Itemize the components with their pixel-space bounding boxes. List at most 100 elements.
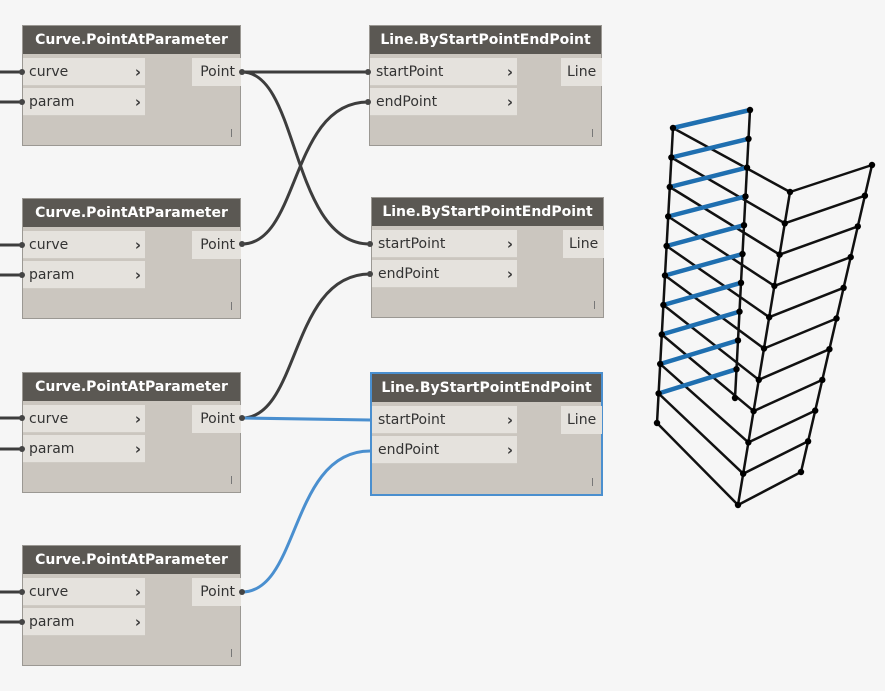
rung-c-d <box>789 163 873 194</box>
node-title[interactable]: Line.ByStartPointEndPoint <box>370 26 601 54</box>
vertex-point <box>665 213 672 220</box>
curve-point-at-parameter-node-1[interactable]: Curve.PointAtParameter curve› param› Poi… <box>22 25 241 146</box>
lacing-mark <box>594 301 595 309</box>
highlighted-line <box>657 367 738 396</box>
node-title[interactable]: Curve.PointAtParameter <box>23 546 240 574</box>
line-output-port[interactable]: Line <box>561 58 602 86</box>
vertex-point <box>740 222 748 229</box>
rung-a-c <box>656 422 739 506</box>
rung-a-c <box>665 244 770 319</box>
port-label: endPoint <box>378 442 440 458</box>
port-pin <box>365 99 371 105</box>
port-label: startPoint <box>378 236 446 252</box>
vertex-point <box>786 188 794 196</box>
port-pin <box>239 69 245 75</box>
line-by-start-point-end-point-node-2[interactable]: Line.ByStartPointEndPoint startPoint › en… <box>371 197 604 318</box>
wire-cpap1-to-line2-start[interactable] <box>241 70 371 246</box>
port-pin <box>365 69 371 75</box>
lacing-mark <box>231 302 232 310</box>
vertex-point <box>737 279 745 286</box>
line-output-port[interactable]: Line <box>563 230 604 258</box>
vertex-point <box>734 501 742 509</box>
point-output-port[interactable]: Point <box>192 405 241 433</box>
chevron-right-icon: › <box>134 410 141 428</box>
curve-input-port[interactable]: curve › <box>23 405 145 433</box>
lacing-mark <box>592 478 593 486</box>
vertex-point <box>745 135 752 142</box>
end-point-input-port[interactable]: endPoint› <box>370 88 517 116</box>
wire-cpap4-to-line3-end[interactable] <box>241 449 371 594</box>
param-input-port[interactable]: param › <box>23 608 145 636</box>
rung-c-d <box>758 348 830 381</box>
port-pin <box>19 99 25 105</box>
start-point-input-port[interactable]: startPoint› <box>372 406 517 434</box>
vertex-point <box>776 251 783 258</box>
curve-point-at-parameter-node-3[interactable]: Curve.PointAtParameter curve › param› Poi… <box>22 372 241 493</box>
curve-input-port[interactable]: curve› <box>23 58 145 86</box>
curve-point-at-parameter-node-4[interactable]: Curve.PointAtParameter curve› param › Poi… <box>22 545 241 666</box>
vertex-point <box>742 193 749 200</box>
port-label: param <box>29 614 75 630</box>
point-output-port[interactable]: Point <box>192 58 241 86</box>
vertex-point <box>847 253 854 261</box>
port-pin <box>19 272 25 278</box>
highlighted-line <box>667 194 747 219</box>
vertex-point <box>797 468 805 476</box>
vertex-point <box>781 220 788 227</box>
line-by-start-point-end-point-node-3[interactable]: Line.ByStartPointEndPoint startPoint› en… <box>370 372 603 496</box>
node-title[interactable]: Curve.PointAtParameter <box>23 26 240 54</box>
port-pin <box>19 69 25 75</box>
point-output-port[interactable]: Point <box>192 231 241 259</box>
vertex-point <box>812 407 819 414</box>
port-label: curve <box>29 237 69 253</box>
curve-point-at-parameter-node-2[interactable]: Curve.PointAtParameter curve› param › Poi… <box>22 198 241 319</box>
line-by-start-point-end-point-node-1[interactable]: Line.ByStartPointEndPoint startPoint› en… <box>369 25 602 146</box>
param-input-port[interactable]: param › <box>23 261 145 289</box>
end-point-input-port[interactable]: endPoint › <box>372 436 517 464</box>
chevron-right-icon: › <box>134 266 141 284</box>
wire-cpap3-to-line3-start[interactable] <box>241 416 371 422</box>
node-title[interactable]: Line.ByStartPointEndPoint <box>372 198 603 226</box>
port-pin <box>239 415 245 421</box>
wire-cpap3-to-line2-end[interactable] <box>241 272 371 420</box>
port-pin <box>239 241 245 247</box>
vertex-point <box>766 314 773 321</box>
port-label: param <box>29 267 75 283</box>
node-title[interactable]: Curve.PointAtParameter <box>23 199 240 227</box>
rung-a-c <box>669 185 781 256</box>
point-output-port[interactable]: Point <box>192 578 241 606</box>
start-point-input-port[interactable]: startPoint› <box>370 58 517 86</box>
lacing-mark <box>231 649 232 657</box>
wire-cpap2-to-line1-end[interactable] <box>241 100 369 246</box>
rung-c-d <box>737 470 802 507</box>
line-output-port[interactable]: Line <box>561 406 602 434</box>
chevron-right-icon: › <box>506 63 513 81</box>
highlighted-line <box>662 280 742 308</box>
param-input-port[interactable]: param› <box>23 435 145 463</box>
port-label: endPoint <box>378 266 440 282</box>
port-label: curve <box>29 411 69 427</box>
vertex-point <box>663 242 670 250</box>
chevron-right-icon: › <box>506 441 513 459</box>
vertex-point <box>745 439 752 446</box>
start-point-input-port[interactable]: startPoint › <box>372 230 517 258</box>
node-title[interactable]: Line.ByStartPointEndPoint <box>372 374 601 402</box>
chevron-right-icon: › <box>134 93 141 111</box>
vertex-point <box>733 366 740 373</box>
port-pin <box>19 446 25 452</box>
vertex-point <box>666 183 673 191</box>
param-input-port[interactable]: param› <box>23 88 145 116</box>
vertex-point <box>861 192 869 199</box>
port-label: endPoint <box>376 94 438 110</box>
node-title[interactable]: Curve.PointAtParameter <box>23 373 240 401</box>
lacing-mark <box>231 129 232 137</box>
curve-input-port[interactable]: curve› <box>23 231 145 259</box>
chevron-right-icon: › <box>506 235 513 253</box>
port-pin <box>19 242 25 248</box>
end-point-input-port[interactable]: endPoint› <box>372 260 517 288</box>
curve-input-port[interactable]: curve› <box>23 578 145 606</box>
lacing-mark <box>231 476 232 484</box>
chevron-right-icon: › <box>134 613 141 631</box>
port-pin <box>19 589 25 595</box>
